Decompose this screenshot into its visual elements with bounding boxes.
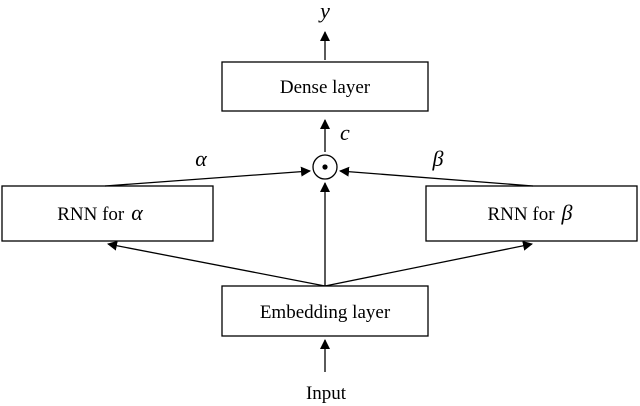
embedding-layer-box xyxy=(221,285,429,337)
alpha-label: α xyxy=(195,146,207,171)
rnn-alpha-to-product-arrow xyxy=(104,166,311,187)
rnn-alpha-node: RNN for α xyxy=(1,185,214,242)
rnn-alpha-prefix: RNN for xyxy=(57,204,125,225)
elementwise-product-dot xyxy=(322,164,328,170)
embedding-to-rnn-alpha-arrow xyxy=(107,240,326,287)
c-label: c xyxy=(340,120,350,145)
rnn-beta-symbol: β xyxy=(561,200,573,225)
output-label: y xyxy=(318,0,330,23)
beta-label: β xyxy=(432,146,444,171)
embedding-layer-label: Embedding layer xyxy=(260,302,391,323)
elementwise-product-node xyxy=(312,154,338,180)
embedding-to-rnn-beta-arrow xyxy=(324,240,533,287)
dense-layer-node: Dense layer xyxy=(221,61,429,112)
dense-layer-box xyxy=(221,61,429,112)
rnn-alpha-label: RNN for α xyxy=(57,200,143,225)
input-label: Input xyxy=(306,383,347,404)
rnn-beta-to-product-arrow xyxy=(339,166,534,187)
rnn-beta-prefix: RNN for xyxy=(488,204,556,225)
embedding-layer-node: Embedding layer xyxy=(221,285,429,337)
dense-layer-label: Dense layer xyxy=(280,77,371,98)
rnn-alpha-symbol: α xyxy=(131,200,143,225)
